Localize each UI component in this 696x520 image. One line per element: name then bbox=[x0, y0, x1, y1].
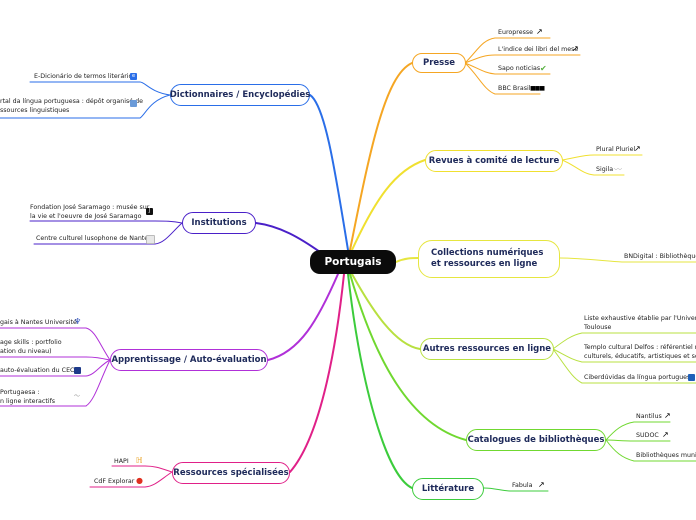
cdf-logo-icon: ● bbox=[136, 476, 143, 485]
leaf-lang-line2: ation du niveau) bbox=[0, 347, 52, 355]
leaf-ciberduvidas[interactable]: Ciberdúvidas da língua portuguesa bbox=[584, 374, 695, 381]
leaf-cdf-explorar[interactable]: CdF Explorar bbox=[94, 478, 135, 485]
external-link-icon[interactable]: ↗ bbox=[536, 27, 543, 36]
connector-revues bbox=[351, 159, 426, 251]
nantes-universite-logo-icon: ♆ bbox=[74, 317, 82, 326]
leaf-europresse[interactable]: Europresse bbox=[498, 29, 534, 36]
external-link-icon[interactable]: ↗ bbox=[572, 44, 579, 53]
leaf-sudoc[interactable]: SUDOC bbox=[636, 432, 659, 439]
leaf-liste-toulouse[interactable]: Liste exhaustive établie par l'Universit… bbox=[584, 315, 696, 332]
leaf-plural-pluriel[interactable]: Plural Pluriel bbox=[596, 146, 636, 153]
branch-apprentissage[interactable]: Apprentissage / Auto-évaluation bbox=[110, 349, 268, 371]
leaf-sapo[interactable]: Sapo noticias bbox=[498, 65, 541, 72]
leaf-portal-line2: ssources linguistiques bbox=[0, 106, 70, 114]
connector-catalogues bbox=[349, 273, 467, 441]
connector-autres bbox=[351, 273, 421, 350]
external-link-icon[interactable]: ↗ bbox=[662, 430, 669, 439]
leaf-nantilus[interactable]: Nantilus bbox=[636, 413, 662, 420]
leaf-bbc[interactable]: BBC Brasil bbox=[498, 85, 531, 92]
leaf-pt-line1: Portugaesa : bbox=[0, 389, 40, 396]
leaf-fondation-saramago[interactable]: Fondation José Saramago : musée sur la v… bbox=[30, 204, 149, 221]
portal-logo-icon bbox=[130, 100, 137, 107]
leaf-liste-line2: Toulouse bbox=[584, 323, 612, 331]
connector-institutions bbox=[255, 222, 321, 253]
leaf-saramago-line2: la vie et l'oeuvre de José Saramago bbox=[30, 212, 142, 220]
portugaesa-logo-icon: 〜 bbox=[74, 393, 81, 400]
branch-catalogues[interactable]: Catalogues de bibliothèques bbox=[466, 429, 606, 451]
branch-collections[interactable]: Collections numériques et ressources en … bbox=[418, 240, 560, 278]
ciberduvidas-logo-icon bbox=[688, 374, 695, 381]
bbc-logo-icon: ■■■ bbox=[530, 85, 545, 92]
branch-litterature[interactable]: Littérature bbox=[412, 478, 484, 500]
sapo-logo-icon: ✔ bbox=[540, 64, 547, 73]
leaf-sigila[interactable]: Sigila bbox=[596, 166, 614, 173]
leaf-centre-culturel[interactable]: Centre culturel lusophone de Nantes bbox=[36, 235, 152, 242]
branch-specialisees[interactable]: Ressources spécialisées bbox=[172, 462, 290, 484]
cecr-logo-icon bbox=[74, 367, 81, 374]
centre-culturel-logo-icon bbox=[146, 235, 155, 244]
leaf-delfos-line2: culturels, éducatifs, artistiques et sci… bbox=[584, 352, 696, 360]
leaf-portal-lingua[interactable]: rtal da língua portuguesa : dépôt organi… bbox=[0, 98, 143, 115]
sigila-logo-icon: 〰 bbox=[614, 165, 622, 174]
connector-presse bbox=[349, 62, 413, 251]
hapi-logo-icon: ℍ bbox=[136, 456, 143, 465]
leaf-language-skills[interactable]: age skills : portfolio ation du niveau) bbox=[0, 339, 62, 356]
edicionario-logo-icon: e bbox=[130, 73, 137, 80]
connector-collections bbox=[395, 257, 419, 263]
leaf-nantes-universite[interactable]: gais à Nantes Université bbox=[0, 319, 77, 326]
connector-specialisees bbox=[289, 273, 345, 473]
leaf-portugaesa[interactable]: Portugaesa : n ligne interactifs bbox=[0, 389, 55, 406]
saramago-logo-icon: J bbox=[146, 208, 153, 215]
connector-litterature bbox=[347, 273, 413, 489]
leaf-indice-libri[interactable]: L'indice dei libri del mese bbox=[498, 46, 579, 53]
branch-institutions[interactable]: Institutions bbox=[182, 212, 256, 234]
leaf-bibliotheques-municipales[interactable]: Bibliothèques municip bbox=[636, 452, 696, 459]
external-link-icon[interactable]: ↗ bbox=[634, 144, 641, 153]
leaf-delfos-line1: Templo cultural Delfos : référentiel num… bbox=[584, 344, 696, 351]
leaf-liste-line1: Liste exhaustive établie par l'Universit… bbox=[584, 315, 696, 322]
branch-dictionnaires[interactable]: Dictionnaires / Encyclopédies bbox=[170, 84, 310, 106]
leaf-portal-line1: rtal da língua portuguesa : dépôt organi… bbox=[0, 98, 144, 105]
leaf-cecr[interactable]: auto-évaluation du CECR bbox=[0, 367, 79, 374]
branch-presse[interactable]: Presse bbox=[412, 53, 466, 73]
external-link-icon[interactable]: ↗ bbox=[538, 480, 545, 489]
connector-dictionnaires bbox=[309, 94, 349, 251]
branch-autres[interactable]: Autres ressources en ligne bbox=[420, 338, 554, 360]
leaf-hapi[interactable]: HAPI bbox=[114, 458, 129, 465]
leaf-pt-line2: n ligne interactifs bbox=[0, 397, 56, 405]
leaf-bndigital[interactable]: BNDigital : Bibliothèque N bbox=[624, 253, 696, 260]
connector-apprentissage bbox=[267, 273, 339, 361]
leaf-edicionario[interactable]: E-Dicionário de termos literários bbox=[34, 73, 136, 80]
leaf-lang-line1: age skills : portfolio bbox=[0, 339, 62, 346]
external-link-icon[interactable]: ↗ bbox=[664, 411, 671, 420]
leaf-saramago-line1: Fondation José Saramago : musée sur bbox=[30, 204, 150, 211]
central-topic[interactable]: Portugais bbox=[310, 250, 396, 274]
leaf-templo-delfos[interactable]: Templo cultural Delfos : référentiel num… bbox=[584, 344, 696, 361]
leaf-fabula[interactable]: Fabula bbox=[512, 482, 533, 489]
branch-revues[interactable]: Revues à comité de lecture bbox=[425, 150, 563, 172]
